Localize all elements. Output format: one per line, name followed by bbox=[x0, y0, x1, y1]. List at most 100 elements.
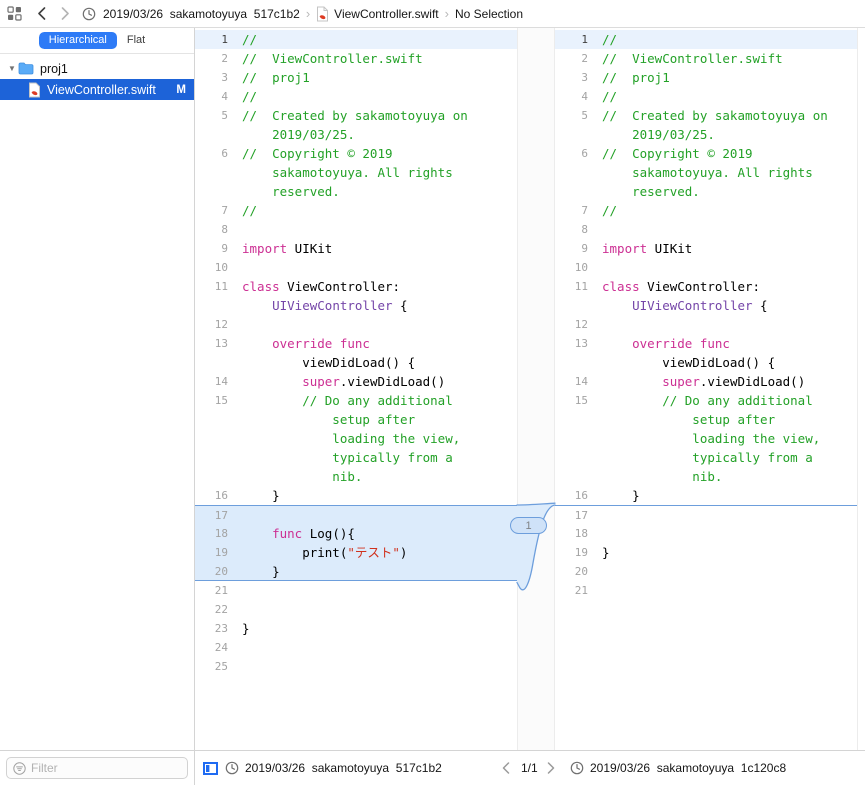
left-version-label[interactable]: 2019/03/26 sakamotoyuya 517c1b2 bbox=[245, 761, 442, 775]
line-number[interactable] bbox=[555, 182, 588, 201]
diff-change-badge[interactable]: 1 bbox=[510, 517, 547, 534]
code-row[interactable]: UIViewController { bbox=[195, 296, 517, 315]
code-row[interactable]: 18 bbox=[555, 524, 857, 543]
line-number[interactable]: 17 bbox=[574, 509, 588, 522]
code-row[interactable]: typically from a bbox=[555, 448, 857, 467]
line-number[interactable]: 15 bbox=[574, 394, 588, 407]
line-number[interactable] bbox=[195, 163, 228, 182]
code-row[interactable]: 18 func Log(){ bbox=[195, 524, 517, 543]
code-row[interactable]: 3// proj1 bbox=[195, 68, 517, 87]
line-number[interactable]: 20 bbox=[574, 565, 588, 578]
breadcrumb-file[interactable]: ViewController.swift bbox=[334, 6, 439, 21]
line-number[interactable]: 4 bbox=[581, 90, 588, 103]
breadcrumb-selection[interactable]: No Selection bbox=[454, 6, 524, 21]
code-row[interactable]: 15 // Do any additional bbox=[195, 391, 517, 410]
code-row[interactable]: 16 } bbox=[195, 486, 517, 505]
line-number[interactable] bbox=[555, 467, 588, 486]
line-number[interactable]: 22 bbox=[214, 603, 228, 616]
code-row[interactable]: 14 super.viewDidLoad() bbox=[555, 372, 857, 391]
code-row[interactable]: 21 bbox=[195, 581, 517, 600]
line-number[interactable]: 12 bbox=[574, 318, 588, 331]
next-change-chevron[interactable] bbox=[547, 751, 555, 785]
line-number[interactable]: 11 bbox=[574, 280, 588, 293]
line-number[interactable] bbox=[555, 125, 588, 144]
line-number[interactable]: 11 bbox=[214, 280, 228, 293]
code-row[interactable]: 16 } bbox=[555, 486, 857, 505]
code-row[interactable]: sakamotoyuya. All rights bbox=[555, 163, 857, 182]
line-number[interactable]: 6 bbox=[581, 147, 588, 160]
code-row[interactable]: 5// Created by sakamotoyuya on bbox=[195, 106, 517, 125]
code-row[interactable]: viewDidLoad() { bbox=[555, 353, 857, 372]
forward-chevron-icon[interactable] bbox=[61, 7, 70, 20]
code-row[interactable]: 1// bbox=[195, 30, 517, 49]
code-row[interactable]: 22 bbox=[195, 600, 517, 619]
line-number[interactable]: 3 bbox=[221, 71, 228, 84]
code-row[interactable]: 2019/03/25. bbox=[195, 125, 517, 144]
line-number[interactable]: 19 bbox=[574, 546, 588, 559]
code-row[interactable]: 21 bbox=[555, 581, 857, 600]
code-row[interactable]: 3// proj1 bbox=[555, 68, 857, 87]
code-row[interactable]: 25 bbox=[195, 657, 517, 676]
line-number[interactable]: 5 bbox=[581, 109, 588, 122]
code-row[interactable]: 10 bbox=[555, 258, 857, 277]
line-number[interactable] bbox=[195, 296, 228, 315]
filter-input[interactable]: Filter bbox=[6, 757, 188, 779]
line-number[interactable] bbox=[555, 353, 588, 372]
line-number[interactable]: 6 bbox=[221, 147, 228, 160]
line-number[interactable]: 20 bbox=[214, 565, 228, 578]
code-row[interactable]: nib. bbox=[555, 467, 857, 486]
right-version-label[interactable]: 2019/03/26 sakamotoyuya 1c120c8 bbox=[590, 761, 787, 775]
code-row[interactable]: 19} bbox=[555, 543, 857, 562]
line-number[interactable]: 8 bbox=[581, 223, 588, 236]
line-number[interactable]: 16 bbox=[574, 489, 588, 502]
code-row[interactable]: reserved. bbox=[555, 182, 857, 201]
code-row[interactable]: 1// bbox=[555, 30, 857, 49]
code-row[interactable]: nib. bbox=[195, 467, 517, 486]
code-row[interactable]: setup after bbox=[195, 410, 517, 429]
code-row[interactable]: 24 bbox=[195, 638, 517, 657]
line-number[interactable]: 2 bbox=[581, 52, 588, 65]
code-row[interactable]: 8 bbox=[555, 220, 857, 239]
line-number[interactable] bbox=[555, 448, 588, 467]
line-number[interactable] bbox=[195, 429, 228, 448]
comparison-mode-icon[interactable] bbox=[203, 751, 218, 785]
tab-hierarchical[interactable]: Hierarchical bbox=[38, 32, 117, 49]
line-number[interactable]: 24 bbox=[214, 641, 228, 654]
code-row[interactable]: sakamotoyuya. All rights bbox=[195, 163, 517, 182]
code-row[interactable]: 6// Copyright © 2019 bbox=[555, 144, 857, 163]
code-row[interactable]: 6// Copyright © 2019 bbox=[195, 144, 517, 163]
line-number[interactable]: 25 bbox=[214, 660, 228, 673]
line-number[interactable]: 17 bbox=[214, 509, 228, 522]
line-number[interactable] bbox=[195, 182, 228, 201]
line-number[interactable]: 18 bbox=[574, 527, 588, 540]
line-number[interactable] bbox=[555, 410, 588, 429]
line-number[interactable]: 3 bbox=[581, 71, 588, 84]
code-row[interactable]: setup after bbox=[555, 410, 857, 429]
line-number[interactable]: 9 bbox=[581, 242, 588, 255]
code-row[interactable]: 20 } bbox=[195, 562, 517, 581]
code-row[interactable]: 23} bbox=[195, 619, 517, 638]
line-number[interactable]: 23 bbox=[214, 622, 228, 635]
tree-item-viewcontroller[interactable]: ViewController.swift M bbox=[0, 79, 194, 100]
code-row[interactable]: 13 override func bbox=[195, 334, 517, 353]
tab-flat[interactable]: Flat bbox=[126, 34, 146, 46]
line-number[interactable]: 10 bbox=[574, 261, 588, 274]
line-number[interactable] bbox=[195, 410, 228, 429]
line-number[interactable]: 4 bbox=[221, 90, 228, 103]
tree-item-proj1[interactable]: ▼ proj1 bbox=[0, 58, 194, 79]
code-row[interactable]: 12 bbox=[195, 315, 517, 334]
line-number[interactable]: 5 bbox=[221, 109, 228, 122]
line-number[interactable] bbox=[555, 429, 588, 448]
line-number[interactable]: 2 bbox=[221, 52, 228, 65]
code-row[interactable]: loading the view, bbox=[555, 429, 857, 448]
line-number[interactable] bbox=[195, 125, 228, 144]
line-number[interactable]: 13 bbox=[214, 337, 228, 350]
line-number[interactable]: 21 bbox=[214, 584, 228, 597]
code-row[interactable]: 7// bbox=[555, 201, 857, 220]
line-number[interactable]: 9 bbox=[221, 242, 228, 255]
line-number[interactable]: 21 bbox=[574, 584, 588, 597]
line-number[interactable]: 14 bbox=[574, 375, 588, 388]
